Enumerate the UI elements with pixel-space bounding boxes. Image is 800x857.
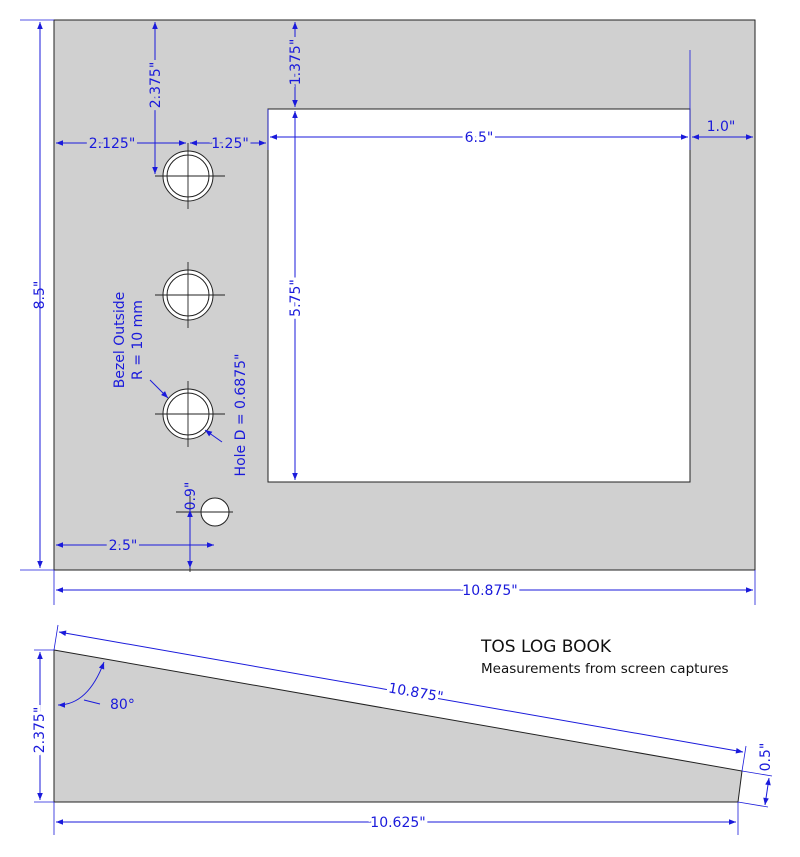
bezel-note-line1: Bezel Outside bbox=[112, 292, 128, 389]
display-window bbox=[267, 108, 691, 483]
side-view: 10.875" 80° 2.375" 0.5" 10.625" TOS LOG … bbox=[29, 624, 774, 835]
overall-height-label: 8.5" bbox=[32, 281, 48, 310]
hole-note: Hole D = 0.6875" bbox=[233, 354, 249, 477]
front-view: 8.5" 10.875" 2.375" 2.125" 1.25" 1.375" … bbox=[20, 19, 756, 605]
window-right-offset-label: 1.0" bbox=[707, 119, 736, 135]
small-hole bbox=[176, 496, 233, 572]
angle-arc bbox=[57, 661, 105, 708]
front-height-label: 0.5" bbox=[758, 743, 774, 772]
window-top-offset-label: 1.375" bbox=[288, 39, 304, 86]
bezel-note-line2: R = 10 mm bbox=[130, 300, 146, 380]
hole-to-window-label: 1.25" bbox=[211, 136, 249, 152]
bezel-hole-top bbox=[155, 143, 225, 209]
bezel-hole-middle bbox=[155, 262, 225, 328]
drawing-subtitle: Measurements from screen captures bbox=[481, 661, 729, 677]
hole-top-offset-label: 2.375" bbox=[148, 62, 164, 109]
angle-label: 80° bbox=[110, 697, 135, 713]
window-width-label: 6.5" bbox=[465, 130, 494, 146]
angle-leader bbox=[83, 699, 101, 705]
small-hole-x-label: 2.5" bbox=[109, 538, 138, 554]
overall-width-label: 10.875" bbox=[462, 583, 517, 599]
slope-length-label: 10.875" bbox=[387, 680, 444, 705]
rear-height-label: 2.375" bbox=[32, 707, 48, 754]
base-length-label: 10.625" bbox=[370, 815, 425, 831]
window-height-label: 5.75" bbox=[288, 279, 304, 317]
bezel-hole-bottom bbox=[155, 381, 225, 447]
hole-left-offset-label: 2.125" bbox=[89, 136, 136, 152]
dim-line-slope bbox=[58, 630, 744, 754]
drawing-title: TOS LOG BOOK bbox=[480, 637, 612, 657]
small-hole-y-label: 0.9" bbox=[183, 482, 199, 511]
dim-line-front-height bbox=[763, 777, 771, 806]
bezel-leader bbox=[149, 379, 169, 399]
hole-leader bbox=[204, 429, 223, 443]
